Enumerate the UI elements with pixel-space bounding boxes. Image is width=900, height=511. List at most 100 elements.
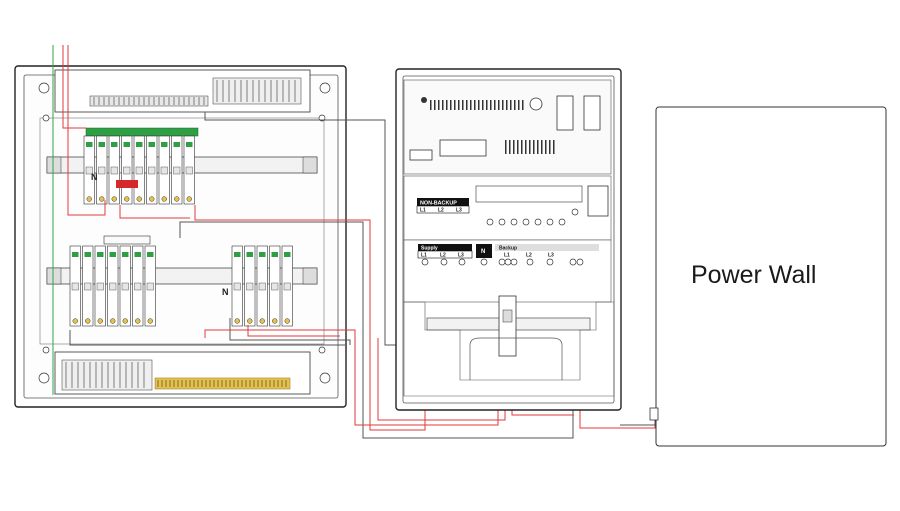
vent-slot <box>553 140 555 154</box>
vent-slot <box>470 100 472 110</box>
vent-slot <box>462 100 464 110</box>
terminal-screw <box>421 258 429 266</box>
breaker-screw <box>284 318 290 324</box>
upper-breaker-group <box>83 135 195 205</box>
supply-header <box>418 244 472 251</box>
non-backup-terminal-l2: L2 <box>438 208 444 214</box>
incoming-red-wire-1 <box>62 45 86 129</box>
vent-slot <box>549 140 551 154</box>
vent-slot <box>490 100 492 110</box>
breaker-toggle <box>173 166 181 175</box>
vent-slot <box>434 100 436 110</box>
breaker-screw <box>259 318 265 324</box>
vent-slot <box>545 140 547 154</box>
vent-slot <box>509 140 511 154</box>
breaker-indicator <box>284 252 291 257</box>
non-backup-terminal-labels: L1 L2 L3 <box>416 205 470 214</box>
breaker-toggle <box>148 166 156 175</box>
terminal-screw <box>498 258 506 266</box>
bottom-terminal-block-left <box>61 359 153 391</box>
vent-slot <box>537 140 539 154</box>
vent-slot <box>529 140 531 154</box>
red-wire-d <box>247 325 340 337</box>
breaker-indicator <box>98 142 105 147</box>
grey-wire-d <box>229 318 351 345</box>
non-backup-screws <box>486 208 579 226</box>
gateway-small-port <box>409 149 433 161</box>
backup-label: Backup <box>499 246 517 252</box>
vent-slot <box>474 100 476 110</box>
breaker-toggle <box>98 166 106 175</box>
breaker-indicator <box>161 142 168 147</box>
vent-slot <box>517 140 519 154</box>
lower-din-rail-end-left <box>46 267 62 285</box>
terminal-screw <box>440 258 448 266</box>
lower-din-rail-end-right <box>302 267 318 285</box>
terminal-screw <box>546 258 554 266</box>
terminal-screw <box>510 258 518 266</box>
breaker-toggle <box>71 282 79 291</box>
breaker-screw <box>97 318 103 324</box>
gateway-breaker <box>498 295 517 357</box>
terminal-screw <box>546 218 554 226</box>
lower-breaker-group-right <box>231 245 293 327</box>
breaker-toggle <box>258 282 266 291</box>
non-backup-terminal-l1: L1 <box>420 208 426 214</box>
supply-terminal-l1: L1 <box>421 253 427 259</box>
breaker-toggle <box>160 166 168 175</box>
backup-terminal-l3: L3 <box>548 253 554 259</box>
breaker-indicator <box>186 142 193 147</box>
power-wall-connector <box>649 407 659 421</box>
upper-din-rail-end-right <box>302 156 318 174</box>
breaker-screw <box>147 318 153 324</box>
red-wire-b <box>119 205 190 219</box>
gateway-connector <box>439 139 487 157</box>
vent-slot <box>521 140 523 154</box>
terminal-screw <box>510 218 518 226</box>
breaker-screw <box>122 318 128 324</box>
breaker-toggle <box>121 282 129 291</box>
non-backup-header <box>417 198 469 206</box>
terminal-screw <box>480 258 488 266</box>
terminal-screw <box>522 218 530 226</box>
breaker-indicator <box>86 142 93 147</box>
non-backup-label: NON-BACKUP <box>420 201 457 207</box>
breaker-toggle <box>110 166 118 175</box>
breaker-screw <box>272 318 278 324</box>
neutral-header <box>476 244 492 258</box>
lower-breaker-group-left <box>69 245 156 327</box>
distribution-board: N N <box>14 65 347 408</box>
breaker-indicator <box>271 252 278 257</box>
bottom-terminal-ticks <box>65 362 287 388</box>
gateway-lower-cutout <box>469 337 563 380</box>
breaker-indicator <box>84 252 91 257</box>
gateway-electronics-board <box>403 79 612 175</box>
power-wall-box <box>655 106 887 447</box>
neutral-label: N <box>481 249 485 255</box>
breaker-toggle <box>135 166 143 175</box>
vent-slot <box>498 100 500 110</box>
supply-backup-screws <box>421 258 584 266</box>
breaker-indicator <box>72 252 79 257</box>
breaker-indicator <box>246 252 253 257</box>
board-inner-frame <box>23 74 339 399</box>
breaker-indicator <box>109 252 116 257</box>
breaker-screw <box>136 196 142 202</box>
breaker-indicator <box>147 252 154 257</box>
vent-slot <box>541 140 543 154</box>
breaker-indicator <box>148 142 155 147</box>
top-terminal-ticks <box>93 80 296 105</box>
backup-header <box>495 244 599 251</box>
breaker-screw <box>111 196 117 202</box>
supply-label: Supply <box>421 246 438 252</box>
vent-slot <box>430 100 432 110</box>
terminal-screw <box>569 258 577 266</box>
breaker-toggle <box>146 282 154 291</box>
supply-terminal-l3: L3 <box>458 253 464 259</box>
vent-slot <box>514 100 516 110</box>
grey-wire-e <box>69 330 345 346</box>
vent-slot <box>438 100 440 110</box>
breaker-screw <box>149 196 155 202</box>
vent-slot <box>513 140 515 154</box>
